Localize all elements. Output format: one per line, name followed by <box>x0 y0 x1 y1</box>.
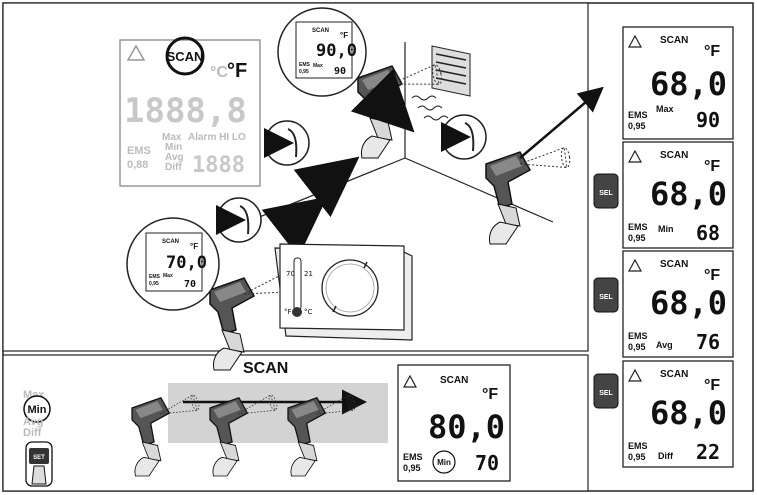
bottom-lcd-ems-value: 0,95 <box>403 463 421 473</box>
top-zoom-display: SCAN °F 90,0 EMS 0,95 Max 90 <box>277 7 367 97</box>
bottom-lcd-scan: SCAN <box>440 375 468 386</box>
bottom-mode-menu: Max Min Avg Diff <box>23 389 51 439</box>
r4-tag: Diff <box>658 451 674 461</box>
left-zoom-ems: EMS <box>149 274 161 280</box>
r3-ems: EMS <box>628 331 648 341</box>
menu-diff: Diff <box>23 427 42 439</box>
master-scan-label: SCAN <box>167 49 204 64</box>
left-zoom-value: 70,0 <box>166 253 207 273</box>
bottom-lcd-tag: Min <box>437 458 451 467</box>
r3-ems-value: 0,95 <box>628 342 646 352</box>
master-alarm: Alarm HI LO <box>188 132 246 143</box>
r1-sub: 90 <box>696 108 720 132</box>
thermostat-unit-c: °C <box>304 308 313 316</box>
r2-ems-value: 0,95 <box>628 233 646 243</box>
r1-value: 68,0 <box>650 65 727 103</box>
trigger-zoom-3 <box>441 114 487 160</box>
r1-unit: °F <box>704 43 720 60</box>
r4-value: 68,0 <box>650 394 727 432</box>
menu-avg: Avg <box>23 416 43 428</box>
master-sub-digits: 1888 <box>192 153 245 178</box>
heated-wall-icon <box>411 45 471 121</box>
bottom-scan-title: SCAN <box>243 360 288 377</box>
r2-ems: EMS <box>628 222 648 232</box>
right-lcd-panel-3: SCAN °F 68,0 EMS 0,95 Avg 76 <box>622 250 734 358</box>
master-digits: 1888,8 <box>124 91 247 131</box>
r3-sub: 76 <box>696 330 720 354</box>
top-zoom-sub: 90 <box>334 66 346 77</box>
left-zoom-sub: 70 <box>184 279 196 290</box>
sel-button-3-label: SEL <box>599 390 613 397</box>
trigger-zoom-1 <box>216 197 262 243</box>
r1-ems-value: 0,95 <box>628 121 646 131</box>
scan-track <box>168 383 388 443</box>
r4-sub: 22 <box>696 440 720 464</box>
master-ems: EMS <box>127 145 151 157</box>
r1-scan: SCAN <box>660 35 688 46</box>
right-lcd-panel-2: SCAN °F 68,0 EMS 0,95 Min 68 <box>622 141 734 249</box>
master-ems-value: 0,88 <box>127 159 148 171</box>
master-diff: Diff <box>165 162 182 173</box>
r3-scan: SCAN <box>660 259 688 270</box>
r2-sub: 68 <box>696 221 720 245</box>
bottom-lcd-unit: °F <box>482 386 498 403</box>
flow-arrows <box>261 68 415 258</box>
trigger-zoom-2 <box>264 120 310 166</box>
r2-value: 68,0 <box>650 175 727 213</box>
r3-value: 68,0 <box>650 284 727 322</box>
sel-button-2-label: SEL <box>599 294 613 301</box>
thermostat-scale-right: 21 <box>304 270 313 278</box>
master-min: Min <box>165 142 182 153</box>
r2-unit: °F <box>704 158 720 175</box>
r2-scan: SCAN <box>660 150 688 161</box>
r1-tag: Max <box>656 104 674 114</box>
thermostat-scale-top: 70 <box>286 270 295 278</box>
left-zoom-display: SCAN °F 70,0 EMS 0,95 Max 70 <box>126 217 220 311</box>
top-zoom-tag: Max <box>313 63 323 69</box>
sel-button-2[interactable]: SEL <box>593 277 619 313</box>
bottom-lcd-value: 80,0 <box>428 408 505 446</box>
thermostat-icon: 70 21 °F °C <box>274 243 413 341</box>
sel-button-1-label: SEL <box>599 190 613 197</box>
r4-ems-value: 0,95 <box>628 452 646 462</box>
arrow-to-max-display <box>519 86 604 159</box>
sel-button-1[interactable]: SEL <box>593 173 619 209</box>
right-lcd-panel-4: SCAN °F 68,0 EMS 0,95 Diff 22 <box>622 360 734 468</box>
left-zoom-tag: Max <box>163 273 173 279</box>
thermostat-unit-f: °F <box>284 308 292 316</box>
master-lcd: SCAN °C °F 1888,8 Max Alarm HI LO Min Av… <box>119 36 261 187</box>
set-button[interactable]: SET <box>25 441 53 487</box>
left-zoom-ems-value: 0,95 <box>149 281 159 287</box>
menu-min: Min <box>28 404 47 416</box>
top-zoom-scan: SCAN <box>312 28 329 34</box>
bottom-lcd: SCAN °F 80,0 EMS 0,95 Min 70 <box>397 364 511 482</box>
master-deg-c: °C <box>210 64 228 81</box>
top-zoom-value: 90,0 <box>316 41 357 61</box>
top-zoom-unit: °F <box>340 31 348 40</box>
bottom-lcd-sub: 70 <box>475 451 499 475</box>
left-zoom-unit: °F <box>190 242 198 251</box>
bottom-lcd-ems: EMS <box>403 452 423 462</box>
left-zoom-scan: SCAN <box>162 239 179 245</box>
r1-ems: EMS <box>628 110 648 120</box>
master-max: Max <box>162 132 182 143</box>
sel-button-3[interactable]: SEL <box>593 373 619 409</box>
r4-scan: SCAN <box>660 369 688 380</box>
master-deg-f: °F <box>227 60 247 82</box>
set-button-label: SET <box>33 455 45 461</box>
r4-unit: °F <box>704 377 720 394</box>
r3-unit: °F <box>704 267 720 284</box>
top-zoom-ems: EMS <box>299 62 311 68</box>
r3-tag: Avg <box>656 340 673 350</box>
r2-tag: Min <box>658 224 674 234</box>
master-avg: Avg <box>165 152 184 163</box>
top-zoom-ems-value: 0,95 <box>299 69 309 75</box>
r4-ems: EMS <box>628 441 648 451</box>
right-lcd-panel-1: SCAN °F 68,0 EMS 0,95 Max 90 <box>622 26 734 140</box>
